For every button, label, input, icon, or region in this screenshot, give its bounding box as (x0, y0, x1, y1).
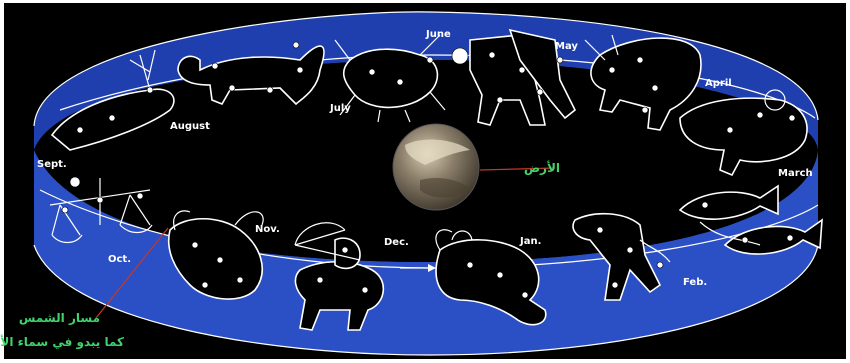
month-label-nov: Nov. (255, 224, 280, 235)
month-label-jan: Jan. (519, 236, 541, 247)
month-label-may: May (555, 41, 578, 52)
month-label-june: June (425, 29, 451, 40)
month-label-sept: Sept. (37, 159, 67, 170)
sun-path-label: مسار الشمس (19, 311, 100, 325)
month-label-april: April (705, 78, 732, 89)
earth-label: الأرض (524, 160, 560, 175)
month-label-feb: Feb. (683, 277, 707, 288)
earth (393, 124, 479, 210)
month-label-dec: Dec. (384, 237, 409, 248)
month-label-july: July (329, 103, 351, 114)
month-label-march: March (778, 168, 813, 179)
month-label-august: August (170, 121, 210, 132)
month-label-oct: Oct. (108, 254, 131, 265)
sun-path-caption: كما يبدو في سماء الأرض (0, 334, 124, 350)
